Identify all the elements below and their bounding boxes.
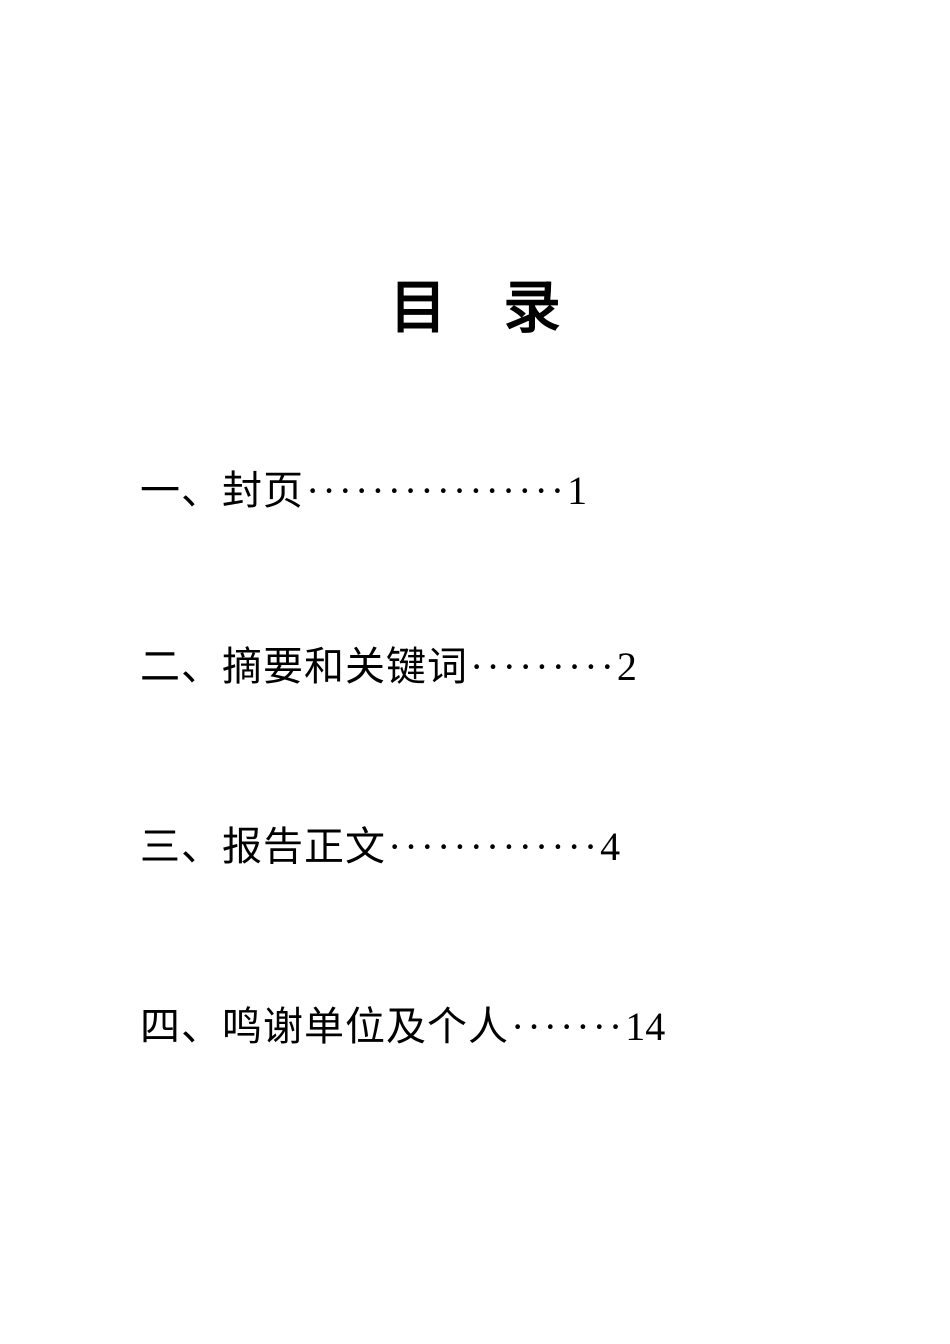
toc-entry-label: 二、摘要和关键词 [140, 644, 468, 689]
toc-entry-dot-leader: ················ [306, 468, 568, 513]
toc-entry-dot-leader: ············· [388, 824, 601, 869]
toc-title: 目 录 [389, 277, 561, 340]
toc-entry-dot-leader: ······· [511, 1004, 626, 1049]
toc-entry-page-number: 2 [616, 644, 637, 689]
toc-entry[interactable]: 三、报告正文·············4 [140, 824, 620, 870]
toc-entry-page-number: 1 [567, 468, 588, 513]
toc-entry-dot-leader: ········· [470, 644, 617, 689]
toc-entry-page-number: 14 [625, 1004, 666, 1049]
toc-entry-label: 一、封页 [140, 468, 304, 513]
toc-entry-label: 四、鸣谢单位及个人 [140, 1004, 509, 1049]
toc-entry-page-number: 4 [600, 824, 621, 869]
toc-entry[interactable]: 四、鸣谢单位及个人·······14 [140, 1004, 665, 1050]
toc-entry-label: 三、报告正文 [140, 824, 386, 869]
toc-entry[interactable]: 一、封页················1 [140, 468, 587, 514]
toc-entry[interactable]: 二、摘要和关键词·········2 [140, 644, 637, 690]
